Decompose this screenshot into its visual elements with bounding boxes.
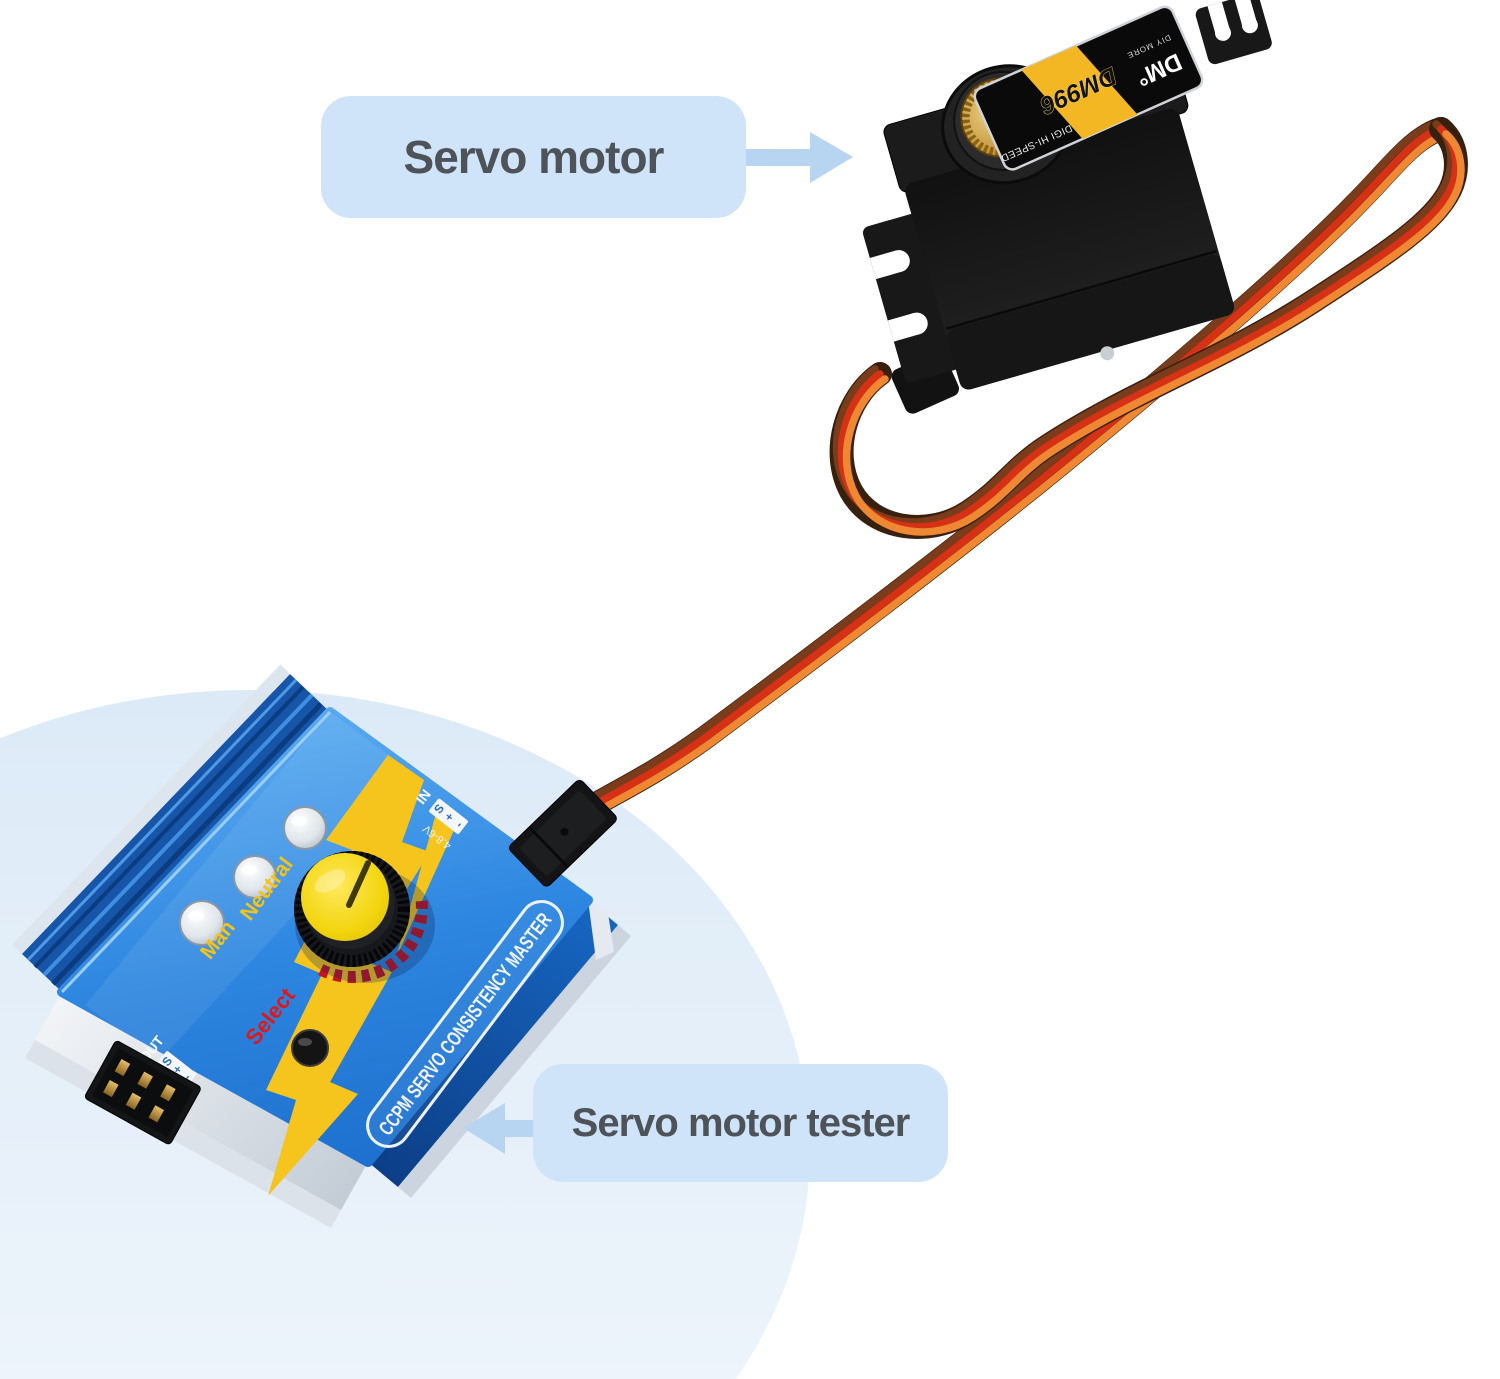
servo-screw xyxy=(1100,346,1115,361)
servo-label: DM° DIY MORE DM996 DIGI HI-SPEED xyxy=(973,5,1204,171)
knob-cap xyxy=(301,853,389,941)
tester-corner-cap xyxy=(588,900,614,960)
select-button xyxy=(291,1029,329,1067)
callout-servo-motor-label: Servo motor xyxy=(403,131,665,183)
servo-tester: Man Neutral Select CCPM SERVO CONSISTENC… xyxy=(12,664,631,1228)
tester-side-rim xyxy=(398,925,631,1198)
fin-ridge xyxy=(26,678,298,962)
face-highlight-edge xyxy=(60,710,332,994)
led-neutral xyxy=(233,855,277,899)
lightning-spike xyxy=(396,806,455,958)
tester-fins xyxy=(22,674,330,992)
knob-pointer xyxy=(346,860,371,908)
in-pin-minus: - xyxy=(452,818,465,830)
servo-flange-left xyxy=(862,213,961,383)
servo-bottom-band xyxy=(947,254,1235,390)
tester-side-wall xyxy=(368,900,618,1187)
arrow-left-icon xyxy=(463,1103,533,1154)
tester-edge-lip xyxy=(12,664,290,954)
callout-servo-tester-label: Servo motor tester xyxy=(571,1100,911,1145)
callout-servo-tester: Servo motor tester xyxy=(533,1064,948,1182)
cable-wire-red xyxy=(594,125,1445,807)
arrow-right-icon xyxy=(745,132,853,183)
fin-groove xyxy=(51,702,323,986)
fin-groove xyxy=(33,685,305,969)
servo-cable xyxy=(586,117,1468,815)
adjustment-knob xyxy=(294,851,435,983)
servo-seam xyxy=(945,249,1217,330)
cable-wire-orange xyxy=(842,130,1465,536)
servo-label-band xyxy=(1021,45,1138,139)
callout-servo-motor: Servo motor xyxy=(321,96,746,218)
fin-ridge xyxy=(42,693,314,977)
knob-scale-arc xyxy=(314,900,428,983)
servo-motor: DM° DIY MORE DM996 DIGI HI-SPEED xyxy=(862,0,1272,414)
cable-wire-orange xyxy=(600,130,1451,812)
cable-wire-brown xyxy=(588,120,1439,802)
led-auto xyxy=(283,806,327,850)
out-pin-minus: - xyxy=(180,1071,193,1083)
in-plug-connector xyxy=(509,779,617,887)
out-connector xyxy=(84,1040,201,1145)
led-manual xyxy=(179,900,225,946)
servo-flange-right xyxy=(1195,0,1272,65)
